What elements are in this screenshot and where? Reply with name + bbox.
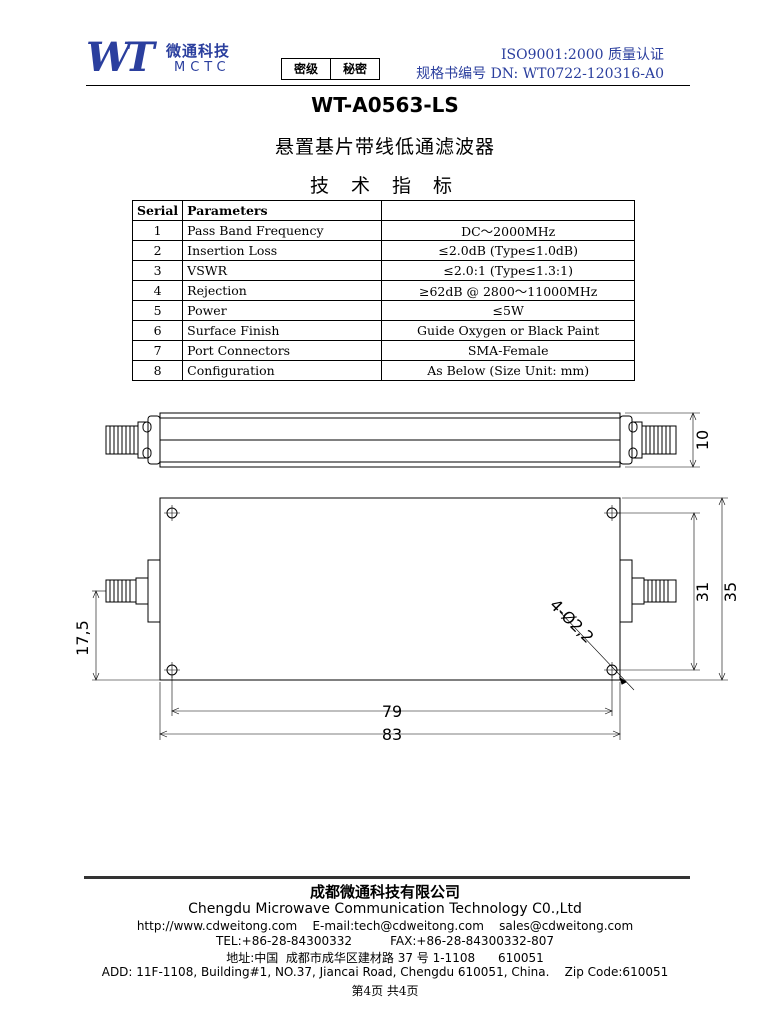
row-parameter: Power xyxy=(182,300,383,321)
spec-table: Serial Parameters 1 Pass Band Frequency … xyxy=(131,200,636,381)
row-serial: 2 xyxy=(131,240,184,261)
row-serial: 8 xyxy=(131,360,184,381)
header-divider xyxy=(86,85,690,86)
dim-height-top: 35 xyxy=(721,582,740,602)
row-value: ≤5W xyxy=(381,300,636,321)
table-row: 7 Port Connectors SMA-Female xyxy=(131,340,636,361)
row-value: ≥62dB @ 2800～11000MHz xyxy=(381,280,636,301)
table-row: 8 Configuration As Below (Size Unit: mm) xyxy=(131,360,636,381)
dim-hole-spacing-horizontal: 79 xyxy=(382,702,402,721)
logo-english-name: MCTC xyxy=(174,60,231,75)
row-parameter: Rejection xyxy=(182,280,383,301)
iso-certification: ISO9001:2000 质量认证 xyxy=(500,47,664,63)
dim-length: 83 xyxy=(382,725,402,744)
mounting-holes xyxy=(164,505,620,678)
row-parameter: Configuration xyxy=(182,360,383,381)
row-serial: 5 xyxy=(131,300,184,321)
row-value: ≤2.0:1 (Type≤1.3:1) xyxy=(381,260,636,281)
dim-holes: 4-Ø2,2 xyxy=(546,595,598,647)
side-view xyxy=(105,412,700,468)
dim-hole-spacing-vertical: 31 xyxy=(693,582,712,602)
table-header-row: Serial Parameters xyxy=(131,200,636,221)
right-connector-side xyxy=(641,425,677,455)
dim-connector-offset: 17,5 xyxy=(73,620,92,656)
footer-tel-fax: TEL:+86-28-84300332 FAX:+86-28-84300332-… xyxy=(216,934,554,948)
footer-address-cn: 地址:中国 成都市成华区建材路 37 号 1-1108 610051 xyxy=(226,951,544,965)
row-parameter: Insertion Loss xyxy=(182,240,383,261)
row-serial: 6 xyxy=(131,320,184,341)
classification-value: 秘密 xyxy=(330,59,379,79)
row-parameter: Surface Finish xyxy=(182,320,383,341)
row-value: As Below (Size Unit: mm) xyxy=(381,360,636,381)
footer-web-email: http://www.cdweitong.com E-mail:tech@cdw… xyxy=(136,919,634,933)
product-name: 悬置基片带线低通滤波器 xyxy=(274,136,495,158)
footer-divider xyxy=(84,876,690,879)
document-info: ISO9001:2000 质量认证 规格书编号 DN: WT0722-12031… xyxy=(416,46,664,84)
header-value xyxy=(381,200,636,221)
table-row: 6 Surface Finish Guide Oxygen or Black P… xyxy=(131,320,636,341)
page-number: 第4页 共4页 xyxy=(351,984,419,998)
row-parameter: VSWR xyxy=(182,260,383,281)
table-row: 5 Power ≤5W xyxy=(131,300,636,321)
logo-mark: WT xyxy=(86,34,155,81)
header-serial: Serial xyxy=(131,200,184,221)
spec-number: 规格书编号 DN: WT0722-120316-A0 xyxy=(416,66,664,82)
classification-box: 密级 秘密 xyxy=(281,58,381,80)
spec-heading: 技 术 指 标 xyxy=(309,175,461,197)
row-value: Guide Oxygen or Black Paint xyxy=(381,320,636,341)
row-serial: 1 xyxy=(131,220,184,241)
footer-company-cn: 成都微通科技有限公司 xyxy=(309,883,460,901)
top-body xyxy=(159,497,621,681)
row-value: SMA-Female xyxy=(381,340,636,361)
footer-company-en: Chengdu Microwave Communication Technolo… xyxy=(188,901,582,917)
table-row: 4 Rejection ≥62dB @ 2800～11000MHz xyxy=(131,280,636,301)
table-row: 3 VSWR ≤2.0:1 (Type≤1.3:1) xyxy=(131,260,636,281)
product-model-title: WT-A0563-LS xyxy=(311,93,459,117)
row-value: ≤2.0dB (Type≤1.0dB) xyxy=(381,240,636,261)
mechanical-drawing: 10 xyxy=(73,412,740,744)
classification-label: 密级 xyxy=(294,62,319,76)
footer-address-en: ADD: 11F-1108, Building#1, NO.37, Jianca… xyxy=(101,965,669,979)
header-parameters: Parameters xyxy=(182,200,383,221)
row-parameter: Port Connectors xyxy=(182,340,383,361)
row-serial: 3 xyxy=(131,260,184,281)
table-row: 2 Insertion Loss ≤2.0dB (Type≤1.0dB) xyxy=(131,240,636,261)
row-serial: 4 xyxy=(131,280,184,301)
company-logo: WT 微通科技 MCTC xyxy=(86,38,246,82)
logo-chinese-name: 微通科技 xyxy=(166,42,231,60)
row-serial: 7 xyxy=(131,340,184,361)
row-value: DC～2000MHz xyxy=(381,220,636,241)
row-parameter: Pass Band Frequency xyxy=(182,220,383,241)
table-row: 1 Pass Band Frequency DC～2000MHz xyxy=(131,220,636,241)
top-view xyxy=(92,497,728,740)
dim-height-side: 10 xyxy=(693,430,712,450)
